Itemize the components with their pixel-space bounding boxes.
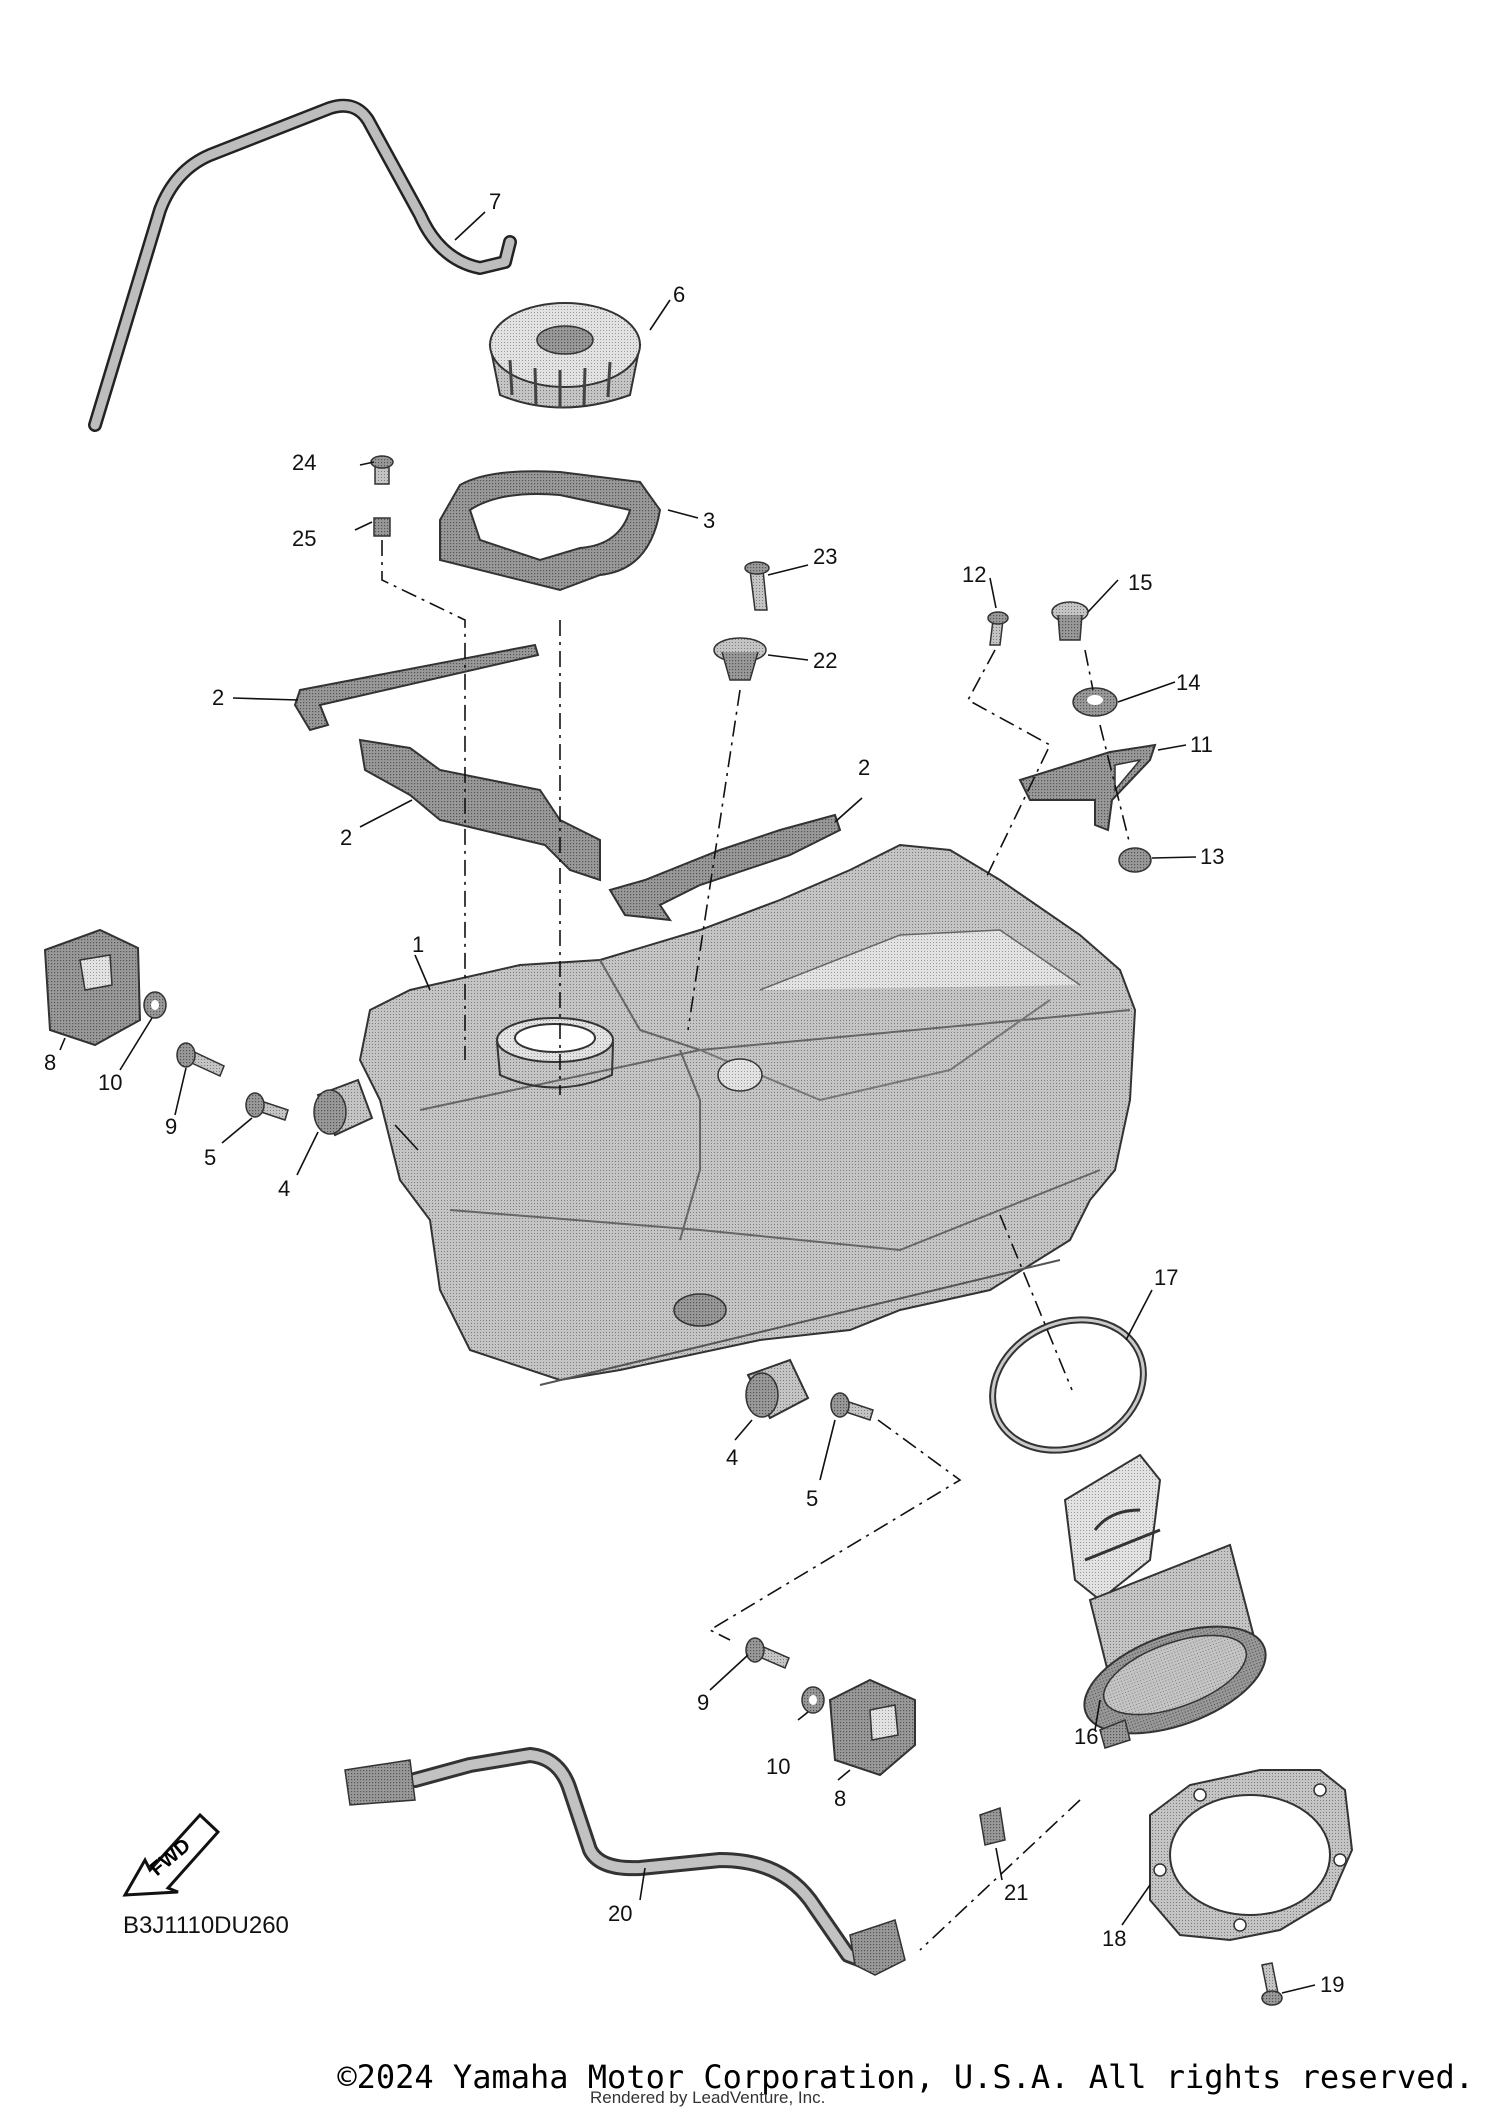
callout-8a: 8: [44, 1050, 56, 1075]
callout-23: 23: [813, 544, 837, 569]
callout-14: 14: [1176, 670, 1200, 695]
bolt-24: [370, 455, 394, 485]
callout-2c: 2: [858, 755, 870, 780]
callout-11: 11: [1190, 732, 1213, 757]
callout-7: 7: [489, 189, 501, 214]
grommet-22: [713, 637, 767, 681]
callout-19: 19: [1320, 1972, 1344, 1997]
callout-6: 6: [673, 282, 685, 307]
diagram-code: B3J1110DU260: [123, 1912, 289, 1939]
damper-8-bottom: [828, 1678, 916, 1777]
callout-4b: 4: [726, 1445, 738, 1470]
gasket-18: [1149, 1769, 1354, 1942]
callout-24: 24: [292, 450, 316, 475]
callout-16: 16: [1074, 1724, 1098, 1749]
callout-4a: 4: [278, 1176, 290, 1201]
o-ring-17: [989, 1316, 1147, 1454]
callout-leaders: [59, 211, 1316, 1994]
bolt-9-bottom: [745, 1637, 790, 1669]
callout-2b: 2: [340, 825, 352, 850]
screw-12: [987, 611, 1009, 646]
copyright-notice: ©2024 Yamaha Motor Corporation, U.S.A. A…: [337, 2058, 1474, 2096]
collar-4-bottom: [745, 1358, 810, 1420]
bolt-23: [744, 561, 770, 611]
callout-10b: 10: [766, 1754, 790, 1779]
callout-5a: 5: [204, 1145, 216, 1170]
callout-25: 25: [292, 526, 316, 551]
callout-20: 20: [608, 1901, 632, 1926]
fuel-pump-16: [1063, 1453, 1267, 1749]
grommet-13: [1118, 847, 1152, 873]
callout-21: 21: [1004, 1880, 1028, 1905]
callout-9a: 9: [165, 1114, 177, 1139]
fitting-21: [979, 1806, 1006, 1846]
tank-cover-ring: [439, 470, 662, 592]
fuel-tank: [358, 843, 1137, 1386]
bolt-5-bottom: [830, 1392, 874, 1421]
bolt-5-left: [245, 1092, 289, 1121]
bolt-19: [1261, 1962, 1283, 2006]
breather-hose: [88, 98, 517, 432]
callout-2a: 2: [212, 685, 224, 710]
grommet-14: [1072, 687, 1118, 717]
collar-25: [373, 517, 391, 537]
bracket-11: [1018, 743, 1157, 832]
bolt-9-left: [176, 1042, 225, 1078]
nut-15: [1051, 601, 1089, 641]
callout-17: 17: [1154, 1265, 1178, 1290]
callout-9b: 9: [697, 1690, 709, 1715]
callout-numbers: 1 2 2 2 3 4 4 5 5 6 7 8 8 9 9 10 10 11 1…: [44, 189, 1344, 1997]
washer-10-left: [143, 991, 167, 1019]
fwd-arrow-icon: FWD: [122, 1812, 221, 1897]
callout-12: 12: [962, 562, 986, 587]
callout-22: 22: [813, 648, 837, 673]
fuel-cap: [488, 302, 642, 409]
callout-13: 13: [1200, 844, 1224, 869]
damper-strip-middle: [358, 738, 601, 882]
washer-10-bottom: [801, 1686, 825, 1714]
callout-18: 18: [1102, 1926, 1126, 1951]
callout-10a: 10: [98, 1070, 122, 1095]
rendered-by-credit: Rendered by LeadVenture, Inc.: [590, 2088, 826, 2107]
damper-strip-top: [293, 643, 540, 732]
callout-1: 1: [412, 932, 424, 957]
damper-strip-right: [608, 813, 842, 922]
damper-8-left: [43, 928, 142, 1047]
callout-5b: 5: [806, 1486, 818, 1511]
callout-15: 15: [1128, 570, 1152, 595]
collar-4-left: [313, 1078, 374, 1137]
callout-8b: 8: [834, 1786, 846, 1811]
alignment-lines: [381, 540, 1131, 1951]
callout-3: 3: [703, 508, 715, 533]
fuel-hose-20: [344, 1747, 906, 1976]
